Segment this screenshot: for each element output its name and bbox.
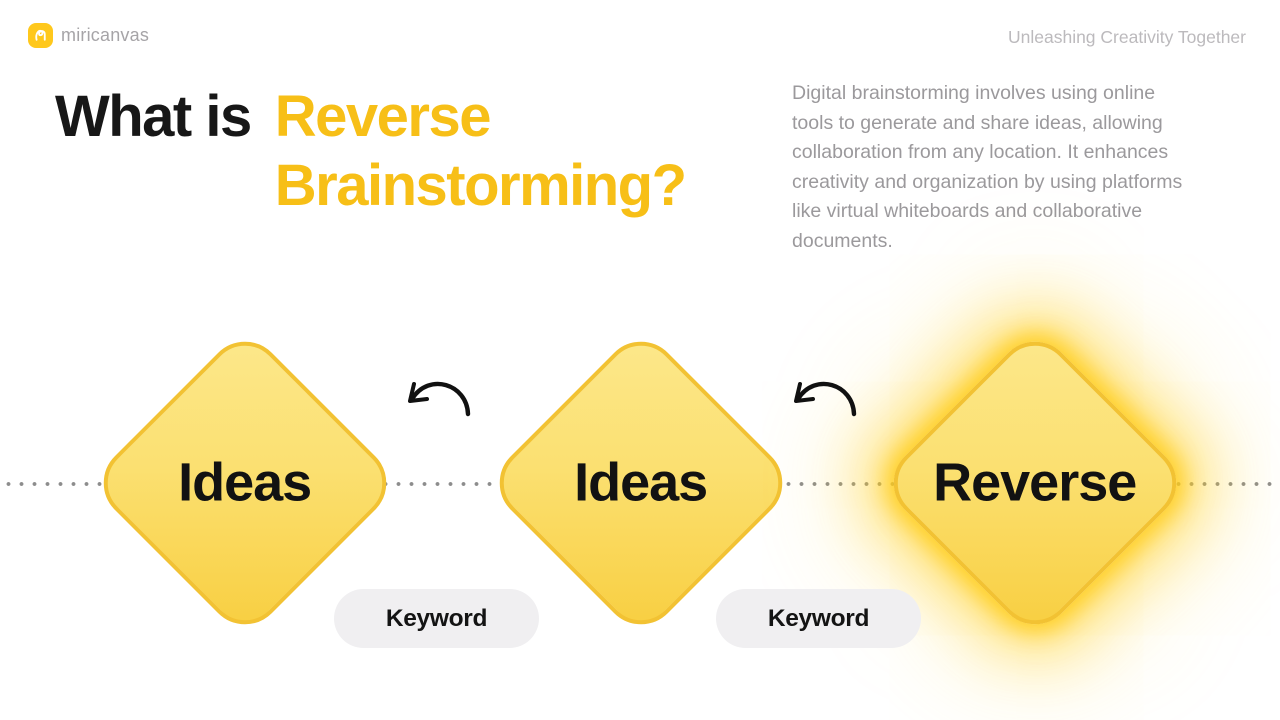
diamond-node-label: Reverse — [933, 453, 1137, 513]
keyword-pill-label: Keyword — [385, 604, 488, 632]
curved-arrow-icon — [408, 381, 471, 417]
title-prefix: What is — [55, 84, 252, 149]
brand-name: miricanvas — [61, 25, 150, 45]
curved-arrow-icon — [794, 381, 857, 417]
header-tagline: Unleashing Creativity Together — [1007, 27, 1246, 47]
title-highlight: Reverse Brainstorming? — [274, 82, 687, 220]
title-highlight-line1: Reverse — [274, 84, 492, 149]
miricanvas-logo-icon — [28, 23, 53, 48]
description-text: Digital brainstorming involves using onl… — [792, 82, 1183, 252]
page-title: What is Reverse Brainstorming? — [55, 82, 687, 220]
keyword-pill-1: Keyword — [334, 589, 539, 648]
keyword-pill-2: Keyword — [716, 589, 921, 648]
diamond-node-reverse: Reverse — [878, 326, 1192, 640]
brand-logo: miricanvas — [28, 23, 149, 48]
diamond-node-label: Ideas — [178, 453, 312, 513]
title-highlight-line2: Brainstorming? — [274, 153, 687, 218]
keyword-pill-label: Keyword — [767, 604, 870, 632]
diamond-node-label: Ideas — [574, 453, 708, 513]
